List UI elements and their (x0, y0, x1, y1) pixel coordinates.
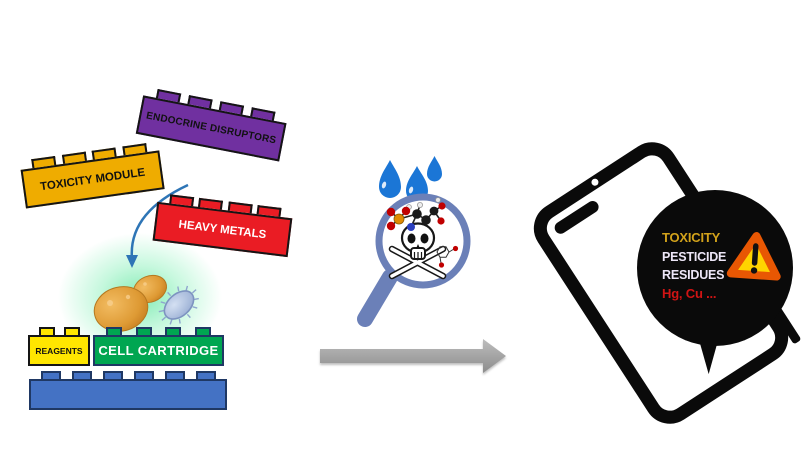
yeast-cells-icon (93, 274, 167, 332)
brick-base-plate (29, 371, 227, 410)
small-molecule-icon (436, 245, 459, 268)
phone-speaker-icon (552, 198, 601, 237)
brick-studs (29, 371, 227, 379)
stud (133, 371, 154, 379)
alert-line-toxicity: TOXICITY (662, 230, 721, 245)
brick-studs (93, 327, 224, 335)
magnifier-handle (357, 269, 398, 327)
bacterium-icon (158, 285, 199, 325)
brick-label: CELL CARTRIDGE (98, 343, 219, 358)
brick-studs (28, 327, 90, 335)
stud (40, 371, 61, 379)
stud (195, 327, 212, 335)
flow-arrow-icon (320, 339, 506, 373)
magnifier-icon (357, 193, 471, 327)
alert-line-metals: Hg, Cu ... (662, 285, 717, 301)
stud (195, 371, 216, 379)
stud (135, 327, 152, 335)
stud (63, 327, 80, 335)
brick-label: HEAVY METALS (177, 218, 267, 241)
alert-line-pesticide: PESTICIDE (662, 249, 727, 264)
stud (38, 327, 55, 335)
brick-reagents: REAGENTS (28, 327, 90, 366)
phone-camera-icon (590, 177, 600, 188)
speech-bubble-tail (695, 325, 726, 375)
brick-cell-cartridge: CELL CARTRIDGE (93, 327, 224, 366)
brick-label: REAGENTS (35, 345, 83, 356)
stud (165, 327, 182, 335)
stud (105, 327, 122, 335)
assembly-arrow-icon (126, 183, 189, 268)
skull-crossbones-icon (388, 222, 447, 280)
stud (102, 371, 123, 379)
water-drops-icon (379, 156, 442, 202)
pesticide-molecule-icon (386, 197, 446, 231)
stud (164, 371, 185, 379)
stud (71, 371, 92, 379)
warning-triangle-icon (726, 232, 781, 281)
brick-label: TOXICITY MODULE (39, 166, 146, 193)
alert-line-residues: RESIDUES (662, 268, 725, 282)
alert-text: TOXICITY PESTICIDE RESIDUES Hg, Cu ... (662, 229, 726, 303)
